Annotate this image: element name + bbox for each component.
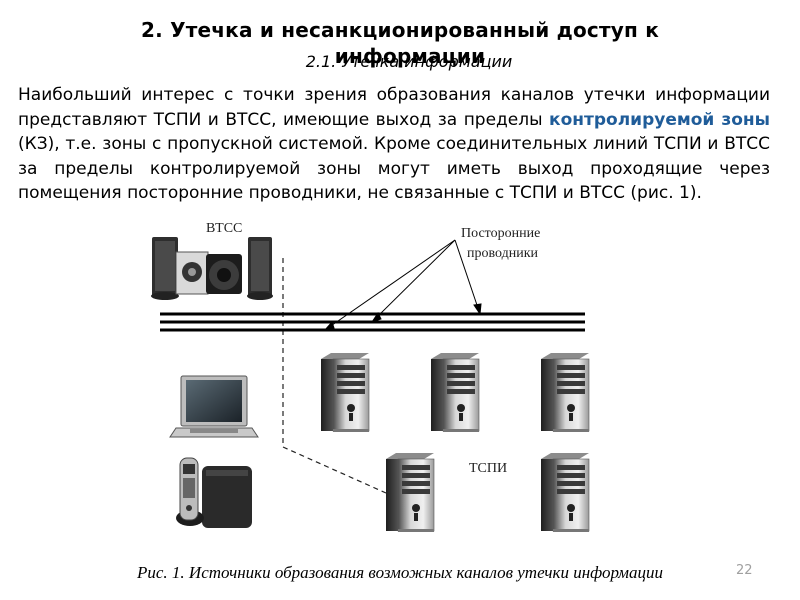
slide-title: 2. Утечка и несанкционированный доступ к…: [0, 17, 800, 69]
computer-tower-icon: [385, 452, 435, 533]
speakers-icon: [151, 237, 273, 300]
laptop-icon: [169, 375, 259, 438]
body-text-part2: (КЗ), т.е. зоны с пропускной системой. К…: [18, 134, 770, 203]
slide-title-line2: информации: [334, 44, 486, 68]
body-paragraph: Наибольший интерес с точки зрения образо…: [18, 83, 770, 206]
figure-caption: Рис. 1. Источники образования возможных …: [137, 563, 663, 582]
slide-title-line1: 2. Утечка и несанкционированный доступ к: [141, 18, 659, 42]
foreign-conductors-label-1: Посторонние: [461, 226, 540, 241]
page-number: 22: [736, 563, 753, 578]
computer-tower-icon: [320, 352, 370, 433]
body-text-part1: Наибольший интерес с точки зрения образо…: [18, 85, 770, 130]
slide-subtitle: 2.1. Утечка информации: [305, 52, 513, 71]
conductor-arrows: [323, 239, 482, 331]
computer-tower-icon: [540, 352, 590, 433]
foreign-conductors-label-2: проводники: [467, 246, 539, 261]
phone-icon: [176, 457, 252, 528]
computer-tower-icon: [430, 352, 480, 433]
tspi-label: ТСПИ: [469, 461, 507, 476]
computer-tower-icon: [540, 452, 590, 533]
controlled-zone-term: контролируемой зоны: [549, 109, 771, 130]
vtss-label: ВТСС: [206, 221, 242, 236]
